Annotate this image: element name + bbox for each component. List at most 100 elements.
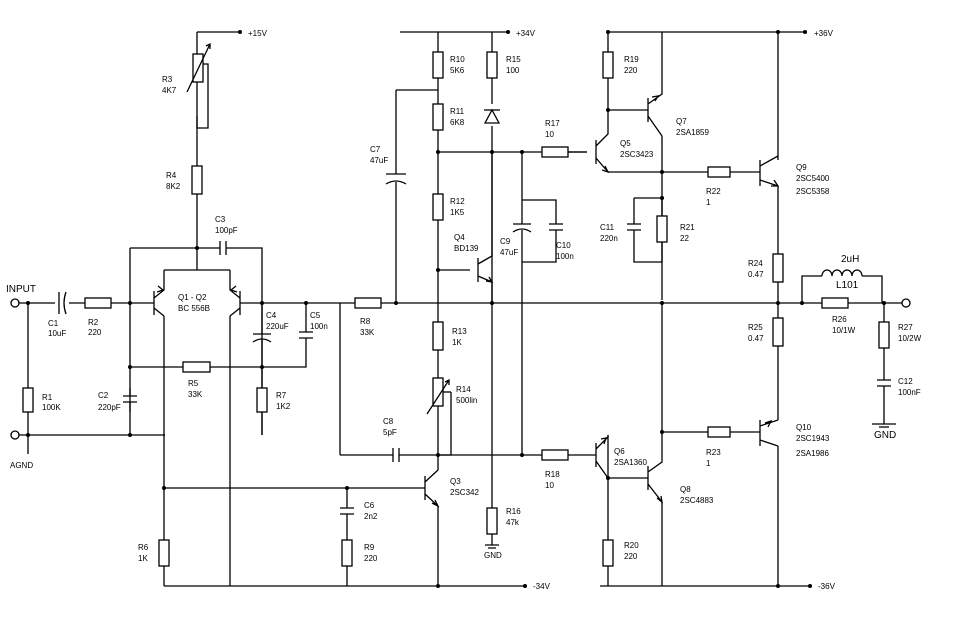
q6-name: Q6	[614, 447, 625, 456]
r12-resistor	[432, 193, 444, 221]
q3-transistor	[424, 469, 440, 508]
r26-value: 10/1W	[832, 326, 856, 335]
q5-name: Q5	[620, 139, 631, 148]
c3-value: 100pF	[215, 226, 238, 235]
r5-name: R5	[188, 379, 199, 388]
v-p34-label: +34V	[516, 29, 536, 38]
c7-name: C7	[370, 145, 381, 154]
r20-value: 220	[624, 552, 638, 561]
q9-alt: 2SC5358	[796, 187, 830, 196]
r8-name: R8	[360, 317, 371, 326]
c10-value: 100n	[556, 252, 574, 261]
r21-value: 22	[680, 234, 689, 243]
q5-transistor	[595, 130, 610, 174]
c5-capacitor	[299, 331, 313, 339]
output-terminal	[901, 298, 911, 308]
q3-value: 2SC342	[450, 488, 479, 497]
r22-resistor	[707, 166, 731, 178]
r12-name: R12	[450, 197, 465, 206]
q9-value: 2SC5400	[796, 174, 830, 183]
q9-transistor	[759, 155, 780, 187]
q4-value: BD139	[454, 244, 479, 253]
c6-name: C6	[364, 501, 375, 510]
r1-name: R1	[42, 393, 53, 402]
potentiometer-wipers	[186, 42, 451, 415]
c11-capacitor	[627, 223, 641, 231]
r15-value: 100	[506, 66, 520, 75]
r16-value: 47k	[506, 518, 520, 527]
r7-resistor	[256, 387, 268, 413]
c12-capacitor	[877, 379, 891, 387]
r4-resistor	[191, 165, 203, 195]
q10-transistor	[759, 419, 779, 447]
r1-value: 100K	[42, 403, 61, 412]
r19-name: R19	[624, 55, 639, 64]
v-m34-label: -34V	[533, 582, 551, 591]
r5-resistor	[182, 361, 211, 373]
r13-resistor	[432, 321, 444, 351]
v-p15-label: +15V	[248, 29, 268, 38]
r24-name: R24	[748, 259, 763, 268]
r15-resistor	[486, 51, 498, 79]
r18-name: R18	[545, 470, 560, 479]
r11-name: R11	[450, 107, 465, 116]
r19-resistor	[602, 51, 614, 79]
r27-name: R27	[898, 323, 913, 332]
r17-resistor	[541, 146, 569, 158]
r22-value: 1	[706, 198, 711, 207]
r6-value: 1K	[138, 554, 148, 563]
r25-value: 0.47	[748, 334, 764, 343]
diode	[483, 108, 501, 124]
r25-name: R25	[748, 323, 763, 332]
c10-name: C10	[556, 241, 571, 250]
r23-name: R23	[706, 448, 721, 457]
c4-name: C4	[266, 311, 277, 320]
r13-value: 1K	[452, 338, 462, 347]
c9-capacitor	[512, 223, 532, 233]
r19-value: 220	[624, 66, 638, 75]
r3-name: R3	[162, 75, 173, 84]
r6-name: R6	[138, 543, 149, 552]
c12-value: 100nF	[898, 388, 921, 397]
r21-resistor	[656, 215, 668, 243]
r1-resistor	[22, 387, 34, 413]
r24-value: 0.47	[748, 270, 764, 279]
l101-inductor	[821, 269, 863, 277]
c11-name: C11	[600, 223, 615, 232]
c3-capacitor	[214, 241, 232, 255]
r2-value: 220	[88, 328, 102, 337]
r11-value: 6K8	[450, 118, 465, 127]
c11-value: 220n	[600, 234, 618, 243]
c8-value: 5pF	[383, 428, 397, 437]
c4-capacitor	[252, 333, 272, 343]
c2-value: 220pF	[98, 403, 121, 412]
c3-name: C3	[215, 215, 226, 224]
q10-name: Q10	[796, 423, 812, 432]
r21-name: R21	[680, 223, 695, 232]
r17-value: 10	[545, 130, 554, 139]
q10-alt: 2SA1986	[796, 449, 829, 458]
agnd-terminal	[10, 430, 20, 440]
r16-resistor	[486, 507, 498, 535]
c2-name: C2	[98, 391, 109, 400]
r17-name: R17	[545, 119, 560, 128]
r5-value: 33K	[188, 390, 203, 399]
c1-capacitor	[58, 291, 67, 315]
q10-value: 2SC1943	[796, 434, 830, 443]
q4-name: Q4	[454, 233, 465, 242]
wires	[19, 31, 902, 587]
input-terminal	[10, 298, 20, 308]
c9-value: 47uF	[500, 248, 518, 257]
q7-value: 2SA1859	[676, 128, 709, 137]
c1-name: C1	[48, 319, 59, 328]
q8-transistor	[647, 432, 663, 504]
r4-value: 8K2	[166, 182, 181, 191]
r11-resistor	[432, 103, 444, 131]
input-label: INPUT	[6, 284, 36, 295]
r14-name: R14	[456, 385, 471, 394]
r26-name: R26	[832, 315, 847, 324]
c12-name: C12	[898, 377, 913, 386]
r25-resistor	[772, 317, 784, 347]
text-labels: INPUT AGND GND GND +15V +34V +36V -34V -…	[6, 29, 922, 591]
q2-transistor	[229, 270, 244, 317]
